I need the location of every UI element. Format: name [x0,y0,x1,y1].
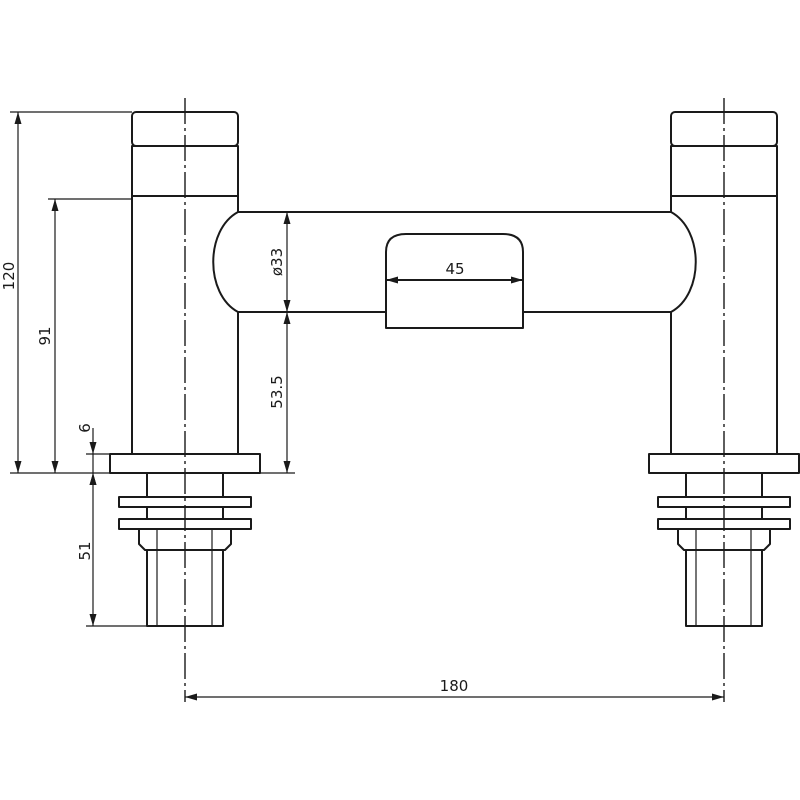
dimension-overall-height: 120 [0,111,132,474]
dimension-spout-width-label: 45 [445,260,464,278]
spout-bridge [212,211,697,329]
dimension-base-thickness-label: 6 [76,423,94,433]
dimension-spout-clearance: 53.5 [260,312,295,474]
dimension-outlet-height-label: 91 [36,326,54,345]
dimension-shank-length-label: 51 [76,541,94,560]
dimension-centres: 180 [185,677,724,701]
spout-outlet-hood [385,233,524,280]
spout-outlet-face [385,279,524,329]
dimension-shank-length: 51 [76,473,147,627]
dimension-spout-width: 45 [386,260,523,284]
bridge-left-round-end [212,211,239,313]
dimension-centres-label: 180 [440,677,469,695]
dimension-overall-height-label: 120 [0,262,18,291]
dimension-outlet-height: 91 [36,198,132,473]
dimension-spout-diameter: ø33 [268,212,291,312]
bridge-right-round-end [670,211,697,313]
dimension-spout-diameter-label: ø33 [268,248,286,276]
left-back-nut [138,528,232,551]
dimension-spout-clearance-label: 53.5 [268,375,286,408]
right-back-nut [677,528,771,551]
